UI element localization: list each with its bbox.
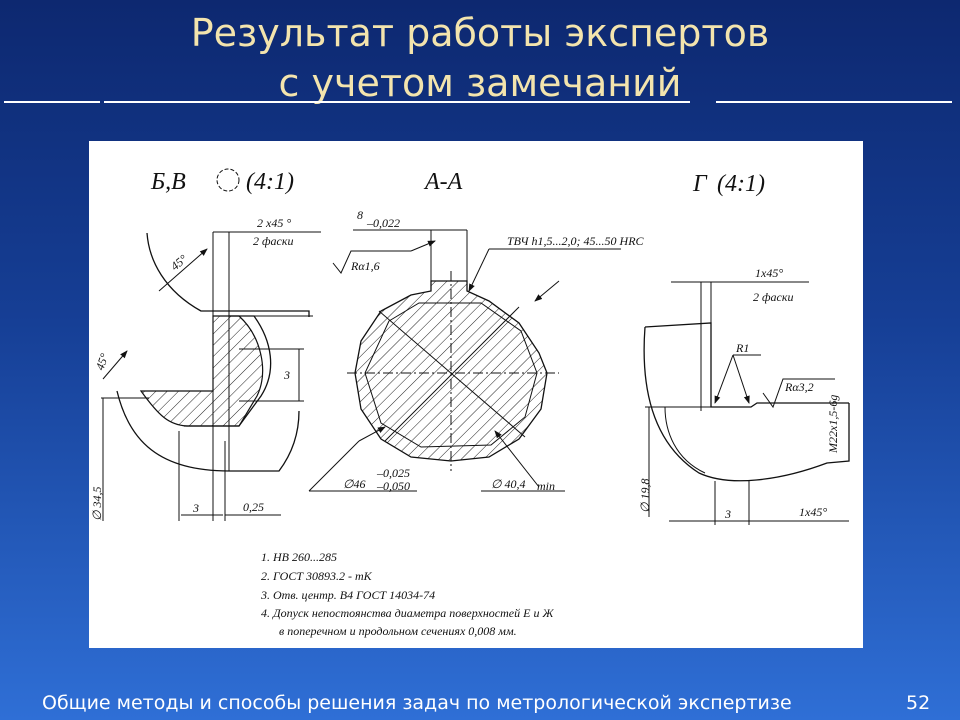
outer-dim-leader <box>308 440 360 492</box>
roughness-symbol-middle <box>332 250 411 274</box>
view-middle-outer-tol-upper: –0,025 <box>376 466 410 480</box>
title-rule-right <box>716 101 952 103</box>
view-right-roughness: Rα3,2 <box>784 380 814 394</box>
view-left-bottom-025: 0,25 <box>243 500 264 514</box>
roughness-leader <box>410 240 436 252</box>
angle-left-leader <box>102 350 128 380</box>
view-middle-width: 8 <box>357 208 363 222</box>
note-5: в поперечном и продольном сечениях 0,008… <box>279 624 517 638</box>
view-left-scale: (4:1) <box>246 169 294 195</box>
view-right-radius: R1 <box>735 341 749 355</box>
drawing-canvas: Б,В (4:1) 2 х45 ° 2 фаски 45° 3 <box>90 168 850 638</box>
view-left-height: 3 <box>283 368 290 382</box>
view-left-chamfer: 2 х45 ° <box>257 216 291 230</box>
page-number: 52 <box>906 692 931 714</box>
hardening-leader-arrow <box>468 248 490 292</box>
note-1: 1. НВ 260...285 <box>261 550 337 564</box>
inner-dim-arrow <box>494 430 540 488</box>
profile-upper-edge <box>146 232 310 317</box>
note-2: 2. ГОСТ 30893.2 - mK <box>261 569 373 583</box>
outer-dim-arrow <box>358 426 386 442</box>
note-3: 3. Отв. центр. В4 ГОСТ 14034-74 <box>260 588 435 602</box>
slide-title: Результат работы экспертов с учетом заме… <box>0 8 960 108</box>
view-right-chamfer: 1х45° <box>755 266 783 280</box>
view-left-angle-left: 45° <box>93 351 112 372</box>
outer-arrow-right <box>534 280 560 302</box>
technical-drawing: Б,В (4:1) 2 х45 ° 2 фаски 45° 3 <box>89 141 863 648</box>
diag-2 <box>384 306 520 442</box>
angle-top-leader <box>158 248 208 292</box>
right-body-upper <box>644 322 849 408</box>
footer-text: Общие методы и способы решения задач по … <box>42 692 792 714</box>
title-rule-left <box>4 101 100 103</box>
view-left-title: Б,В <box>150 169 186 195</box>
view-right-thread: М22х1,5-6g <box>826 395 840 454</box>
view-middle-outer: ∅46 <box>343 477 365 491</box>
title-line-2: с учетом замечаний <box>278 61 682 105</box>
view-right: Г (4:1) 1х45° 2 фаски R1 Rα3,2 М22х1,5-6… <box>638 171 850 525</box>
view-middle-hardening: ТВЧ h1,5...2,0; 45...50 HRC <box>507 234 645 248</box>
view-left: Б,В (4:1) 2 х45 ° 2 фаски 45° 3 <box>90 168 321 521</box>
view-left-diameter: ∅ 34,5 <box>90 487 104 521</box>
right-body-outline <box>643 326 850 482</box>
view-middle: А-А 8 –0,022 Rα1,6 ТВЧ h1,5...2,0; 45...… <box>308 169 645 493</box>
view-left-angle-top: 45° <box>168 252 190 274</box>
view-left-bottom-3: 3 <box>192 501 199 515</box>
view-right-title: Г <box>692 171 708 197</box>
view-middle-inner-suffix: min <box>537 479 555 493</box>
view-right-chamfer-note: 2 фаски <box>753 290 793 304</box>
title-rule-middle <box>104 101 690 103</box>
r1-arrow-1 <box>714 354 734 404</box>
view-left-chamfer-note: 2 фаски <box>253 234 293 248</box>
footer: Общие методы и способы решения задач по … <box>0 676 960 720</box>
view-right-bottom-chamfer: 1х45° <box>799 505 827 519</box>
view-middle-inner: ∅ 40,4 <box>491 477 525 491</box>
view-middle-roughness: Rα1,6 <box>350 259 380 273</box>
view-middle-outer-tol-lower: –0,050 <box>376 479 410 493</box>
view-right-diameter: ∅ 19,8 <box>638 479 652 513</box>
section-aa-inner-outline <box>364 302 538 448</box>
note-4: 4. Допуск непостоянства диаметра поверхн… <box>261 606 554 620</box>
profile-lower-arc <box>116 390 300 472</box>
roughness-symbol-right <box>762 378 835 409</box>
title-line-1: Результат работы экспертов <box>190 11 770 55</box>
view-middle-width-tol: –0,022 <box>366 216 400 230</box>
view-left-detail-circle <box>216 168 240 192</box>
profile-right-edge <box>184 315 272 427</box>
view-middle-title: А-А <box>423 169 463 195</box>
view-right-bottom-3: 3 <box>724 507 731 521</box>
hatched-section-left <box>139 315 264 427</box>
right-inner-curve <box>664 406 706 474</box>
r1-arrow-2 <box>732 354 750 404</box>
view-right-scale: (4:1) <box>717 171 765 197</box>
notes-block: 1. НВ 260...285 2. ГОСТ 30893.2 - mK 3. … <box>260 550 554 638</box>
